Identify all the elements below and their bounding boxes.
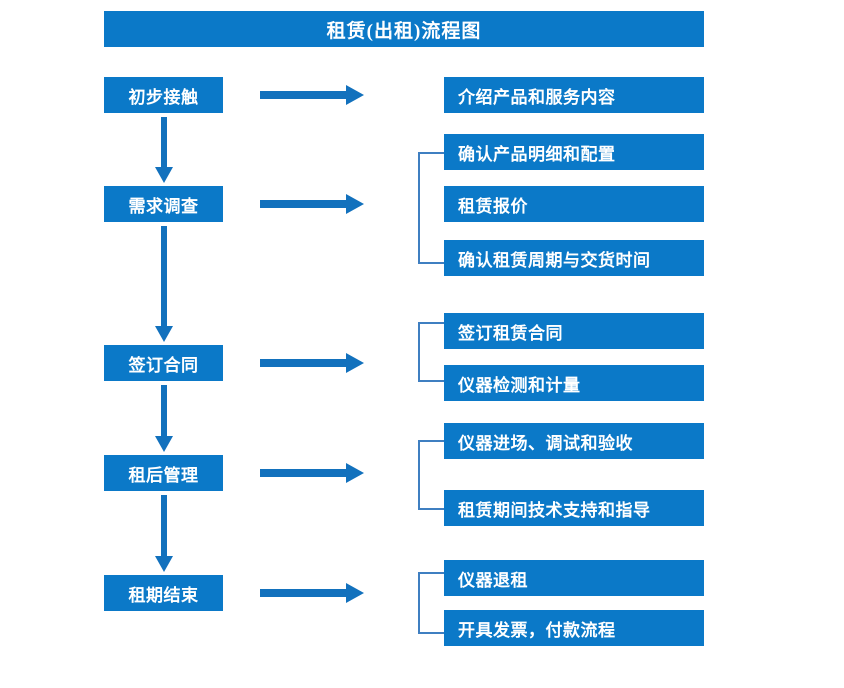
group-bracket-qiandinghetong: [418, 322, 444, 382]
diagram-title: 租赁(出租)流程图: [104, 11, 704, 47]
detail-box-querenzulinzhouqi[interactable]: 确认租赁周期与交货时间: [444, 240, 704, 276]
detail-box-kaijufapiao[interactable]: 开具发票，付款流程: [444, 610, 704, 646]
detail-box-yiqituizu[interactable]: 仪器退租: [444, 560, 704, 596]
right-arrow-4: [260, 462, 364, 484]
right-arrow-1: [260, 84, 364, 106]
down-arrow-4: [152, 495, 176, 572]
detail-box-zulinbaojia[interactable]: 租赁报价: [444, 186, 704, 222]
stage-box-zuhouguanli[interactable]: 租后管理: [104, 455, 223, 491]
stage-box-qiandinghetong[interactable]: 签订合同: [104, 345, 223, 381]
group-bracket-xuqiudiaocha: [418, 152, 444, 264]
group-bracket-zuqijieshu: [418, 572, 444, 634]
down-arrow-3: [152, 385, 176, 452]
down-arrow-1: [152, 117, 176, 183]
right-arrow-3: [260, 352, 364, 374]
stage-box-chubujiechu[interactable]: 初步接触: [104, 77, 223, 113]
right-arrow-2: [260, 193, 364, 215]
stage-box-xuqiudiaocha[interactable]: 需求调查: [104, 186, 223, 222]
detail-box-zulinqijianjishu[interactable]: 租赁期间技术支持和指导: [444, 490, 704, 526]
detail-box-jieshaochanpin[interactable]: 介绍产品和服务内容: [444, 77, 704, 113]
stage-box-zuqijieshu[interactable]: 租期结束: [104, 575, 223, 611]
right-arrow-5: [260, 582, 364, 604]
detail-box-yiqijinchang[interactable]: 仪器进场、调试和验收: [444, 423, 704, 459]
down-arrow-2: [152, 226, 176, 342]
detail-box-querenchanpinmingxi[interactable]: 确认产品明细和配置: [444, 134, 704, 170]
detail-box-qiandingzulinhetong[interactable]: 签订租赁合同: [444, 313, 704, 349]
detail-box-yiqijianceheJiliang[interactable]: 仪器检测和计量: [444, 365, 704, 401]
group-bracket-zuhouguanli: [418, 440, 444, 510]
